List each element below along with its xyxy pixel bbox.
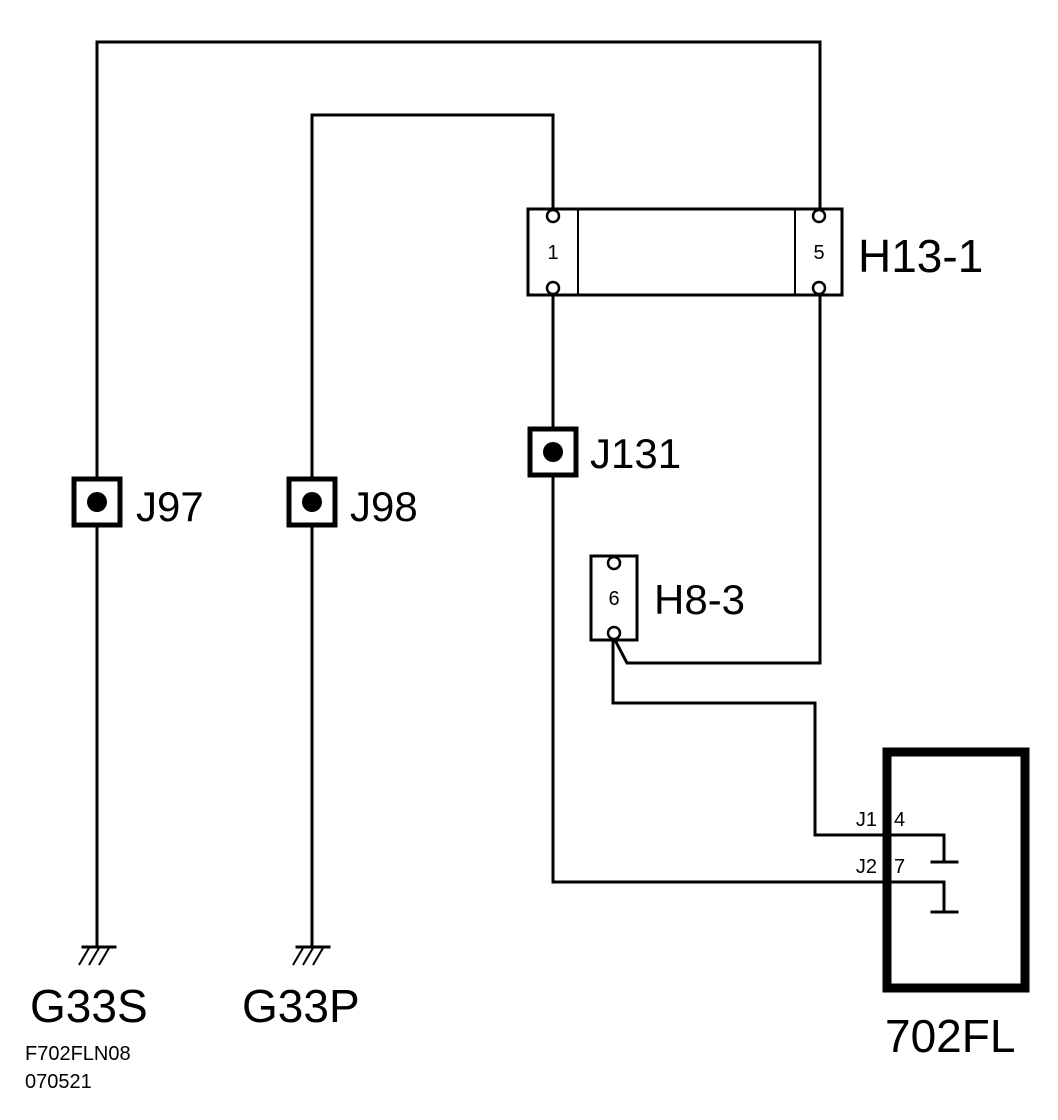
pin-hole-icon xyxy=(545,280,561,296)
wire-j97-to-h13-pin5 xyxy=(95,40,822,502)
pin-hole-icon xyxy=(811,208,827,224)
j97-label: J97 xyxy=(136,483,204,530)
h8-label: H8-3 xyxy=(654,576,745,623)
footer-code: F702FLN08 xyxy=(25,1043,131,1065)
pin-hole-icon xyxy=(606,625,622,641)
702fl-pin1-conn: J1 xyxy=(856,809,877,831)
h13-pin-right: 5 xyxy=(813,242,824,264)
j98-label: J98 xyxy=(350,483,418,530)
wires xyxy=(95,40,887,947)
junction-j97 xyxy=(71,476,123,528)
junction-dot-icon xyxy=(543,442,563,462)
ground-icon xyxy=(78,945,117,966)
pin-hole-icon xyxy=(606,555,622,571)
h13-pin-left: 1 xyxy=(547,242,558,264)
wire-h13-pin5-to-h8 xyxy=(612,293,822,665)
junction-j131 xyxy=(527,426,579,478)
j131-label: J131 xyxy=(590,430,681,477)
pin-hole-icon xyxy=(545,208,561,224)
702fl-pin2-conn: J2 xyxy=(856,856,877,878)
g33s-label: G33S xyxy=(30,980,148,1032)
connector-h13-1: 1 5 xyxy=(526,207,844,297)
junction-dot-icon xyxy=(87,492,107,512)
switch-contact-icon xyxy=(883,880,946,914)
pin-hole-icon xyxy=(811,280,827,296)
footer-date: 070521 xyxy=(25,1071,92,1093)
ground-icon xyxy=(292,945,331,966)
702fl-pin1-num: 4 xyxy=(894,809,905,831)
wire-h8-to-702fl-j1 xyxy=(611,638,887,837)
wire-j131-to-702fl-j2 xyxy=(551,468,887,884)
component-702fl xyxy=(882,747,1030,993)
h13-label: H13-1 xyxy=(858,230,983,282)
connector-h8-3: 6 xyxy=(589,554,639,642)
switch-contact-icon xyxy=(883,833,946,864)
702fl-label: 702FL xyxy=(885,1010,1015,1062)
h8-pin: 6 xyxy=(608,588,619,610)
g33p-label: G33P xyxy=(242,980,360,1032)
junction-dot-icon xyxy=(302,492,322,512)
702fl-pin2-num: 7 xyxy=(894,856,905,878)
junction-j98 xyxy=(286,476,338,528)
wire-j98-to-h13-pin1 xyxy=(310,113,555,502)
